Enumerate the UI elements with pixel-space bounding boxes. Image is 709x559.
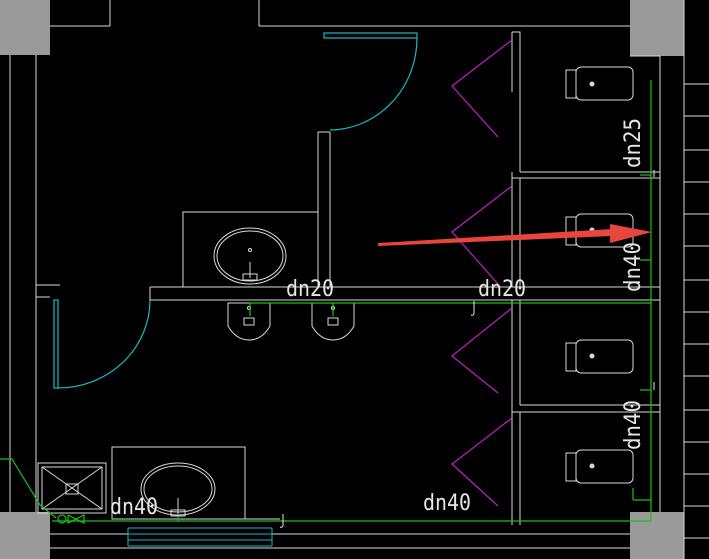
pipe-inlet-left xyxy=(0,458,57,519)
basin-lower xyxy=(140,462,216,517)
toilet-1 xyxy=(565,66,634,101)
pipes xyxy=(0,80,652,524)
label-dn40-upper-right: dn40 xyxy=(621,242,646,292)
stall-door-2 xyxy=(451,185,513,285)
stall-door-3 xyxy=(451,307,513,394)
column-bottom-right xyxy=(630,512,684,559)
valve-icon xyxy=(67,514,85,524)
pipe-labels: dn20 dn20 dn40 dn40 dn25 dn40 dn40 xyxy=(110,118,646,520)
walls xyxy=(9,0,709,559)
label-dn25: dn25 xyxy=(621,118,646,168)
toilet-3 xyxy=(565,339,634,374)
label-dn40-bottom-center: dn40 xyxy=(423,491,471,516)
door-top-leaf xyxy=(323,32,418,39)
basin-upper xyxy=(213,227,287,285)
label-dn40-bottom-left: dn40 xyxy=(110,495,158,520)
label-dn20-right: dn20 xyxy=(478,277,526,302)
pipe-hooks xyxy=(279,170,655,528)
stall-door-4 xyxy=(451,417,513,507)
urinal-1 xyxy=(227,302,271,341)
toilets xyxy=(565,66,634,484)
stair-lines xyxy=(127,527,273,547)
column-top-left xyxy=(0,0,50,55)
column-top-right xyxy=(630,0,684,56)
door-left-swing xyxy=(57,299,151,389)
toilet-4 xyxy=(565,449,634,484)
basins xyxy=(140,227,355,517)
label-dn40-lower-right: dn40 xyxy=(621,400,646,450)
door-left-leaf xyxy=(53,299,59,389)
arrow-head-icon xyxy=(610,224,652,243)
stall-doors xyxy=(451,39,513,507)
doors xyxy=(53,32,418,389)
arrow-shaft xyxy=(378,229,612,246)
stall-door-1 xyxy=(451,39,513,138)
structural-columns xyxy=(0,0,684,559)
annotation-arrow xyxy=(378,224,652,246)
door-top-swing xyxy=(329,37,418,131)
column-bottom-left xyxy=(0,512,50,559)
label-dn20-left: dn20 xyxy=(286,277,334,302)
floor-drain-box xyxy=(37,462,107,514)
